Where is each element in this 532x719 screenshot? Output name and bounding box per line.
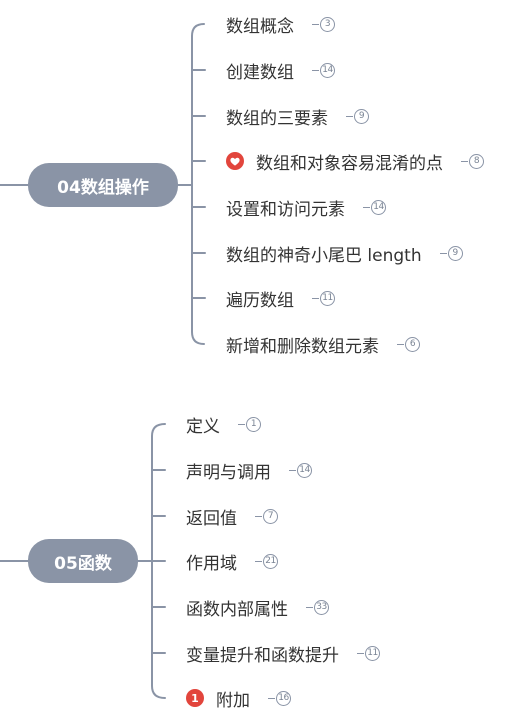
subtopic-add-remove-elements[interactable]: 新增和删除数组元素 6 (226, 332, 420, 357)
subtopic-label: 新增和删除数组元素 (226, 336, 379, 357)
collapsed-count-badge[interactable]: 33 (306, 599, 329, 615)
topic-title: 04数组操作 (57, 177, 149, 198)
collapsed-count-badge[interactable]: 9 (346, 108, 369, 124)
subtopic-function-internal-props[interactable]: 函数内部属性 33 (186, 595, 329, 620)
collapsed-count-badge[interactable]: 14 (312, 62, 335, 78)
subtopic-declare-call[interactable]: 声明与调用 14 (186, 458, 312, 483)
subtopic-label: 函数内部属性 (186, 599, 288, 620)
subtopic-label: 设置和访问元素 (226, 199, 345, 220)
subtopic-label: 作用域 (186, 553, 237, 574)
subtopic-iterate-array[interactable]: 遍历数组 11 (226, 286, 335, 311)
subtopic-label: 遍历数组 (226, 290, 294, 311)
subtopic-create-array[interactable]: 创建数组 14 (226, 58, 335, 83)
collapsed-count-badge[interactable]: 11 (312, 290, 335, 306)
subtopic-label: 数组的神奇小尾巴 length (226, 245, 422, 266)
collapsed-count-badge[interactable]: 11 (357, 645, 380, 661)
collapsed-count-badge[interactable]: 8 (461, 153, 484, 169)
collapsed-count-badge[interactable]: 14 (289, 462, 312, 478)
subtopic-set-access-elements[interactable]: 设置和访问元素 14 (226, 195, 386, 220)
topic-node-arrays[interactable]: 04数组操作 (28, 163, 178, 207)
subtopic-label: 变量提升和函数提升 (186, 645, 339, 666)
subtopic-array-concept[interactable]: 数组概念 3 (226, 12, 335, 37)
collapsed-count-badge[interactable]: 21 (255, 553, 278, 569)
subtopic-label: 创建数组 (226, 62, 294, 83)
subtopic-label: 定义 (186, 416, 220, 437)
collapsed-count-badge[interactable]: 14 (363, 199, 386, 215)
subtopic-label: 声明与调用 (186, 462, 271, 483)
subtopic-label: 数组概念 (226, 16, 294, 37)
topic-title: 05函数 (54, 553, 112, 574)
collapsed-count-badge[interactable]: 6 (397, 336, 420, 352)
collapsed-count-badge[interactable]: 1 (238, 416, 261, 432)
subtopic-definition[interactable]: 定义 1 (186, 412, 261, 437)
subtopic-appendix[interactable]: 1 附加 16 (186, 686, 291, 711)
subtopic-label: 附加 (216, 690, 250, 711)
collapsed-count-badge[interactable]: 3 (312, 16, 335, 32)
subtopic-hoisting[interactable]: 变量提升和函数提升 11 (186, 641, 380, 666)
subtopic-return-value[interactable]: 返回值 7 (186, 504, 278, 529)
collapsed-count-badge[interactable]: 9 (439, 245, 463, 261)
topic-node-functions[interactable]: 05函数 (28, 539, 138, 583)
collapsed-count-badge[interactable]: 7 (255, 508, 278, 524)
priority-1-icon: 1 (186, 689, 204, 707)
subtopic-array-three-elements[interactable]: 数组的三要素 9 (226, 104, 369, 129)
subtopic-label: 返回值 (186, 508, 237, 529)
subtopic-scope[interactable]: 作用域 21 (186, 549, 278, 574)
subtopic-label: 数组和对象容易混淆的点 (256, 153, 443, 174)
subtopic-array-object-confusion[interactable]: 数组和对象容易混淆的点 8 (226, 149, 484, 174)
subtopic-array-length[interactable]: 数组的神奇小尾巴 length 9 (226, 241, 463, 266)
heart-icon (226, 152, 244, 170)
subtopic-label: 数组的三要素 (226, 108, 328, 129)
collapsed-count-badge[interactable]: 16 (268, 690, 291, 706)
